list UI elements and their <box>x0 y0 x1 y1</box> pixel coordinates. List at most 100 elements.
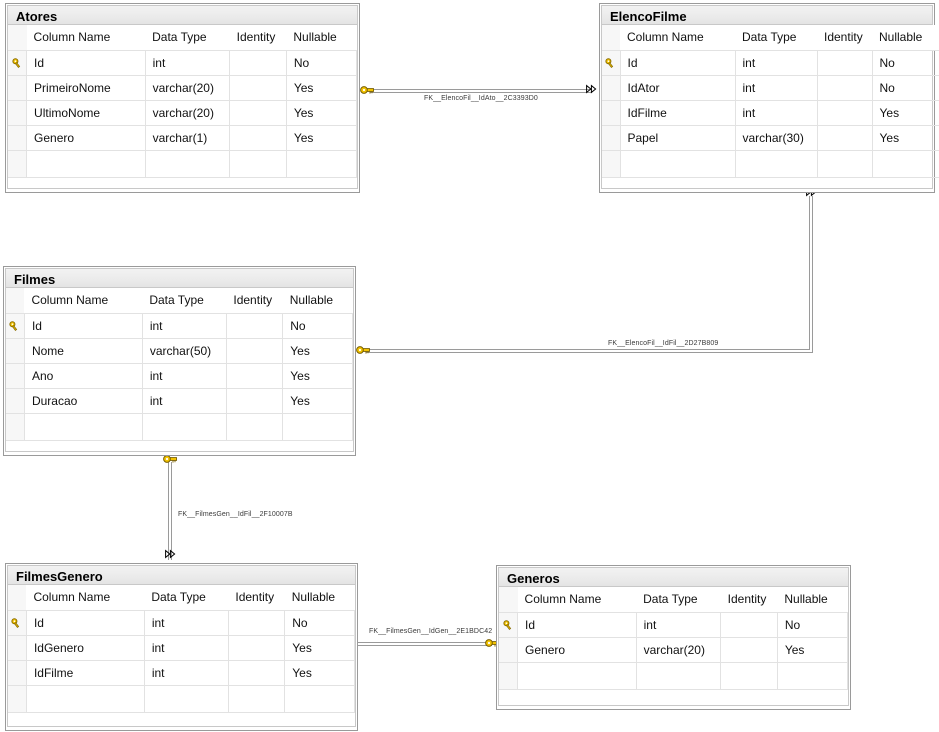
data-type-cell[interactable]: varchar(50) <box>141 338 227 364</box>
data-type-cell[interactable]: varchar(1) <box>144 125 231 151</box>
table-title[interactable]: Filmes <box>6 269 353 288</box>
column-header-nullable[interactable]: Nullable <box>777 587 848 613</box>
relationship-label[interactable]: FK__ElencoFil__IdAto__2C3393D0 <box>424 95 538 102</box>
table-title[interactable]: Generos <box>499 568 848 587</box>
row-selector[interactable] <box>602 75 621 101</box>
identity-cell[interactable] <box>229 125 287 151</box>
row-selector[interactable] <box>8 125 28 151</box>
column-header-identity[interactable]: Identity <box>817 25 872 51</box>
column-header-data-type[interactable]: Data Type <box>142 288 227 314</box>
empty-cell[interactable] <box>734 150 818 178</box>
identity-cell[interactable] <box>816 100 873 126</box>
empty-cell[interactable] <box>26 150 146 178</box>
row-selector[interactable] <box>8 660 27 686</box>
empty-cell[interactable] <box>25 685 145 713</box>
row-selector[interactable] <box>6 388 25 414</box>
column-header-column-name[interactable]: Column Name <box>517 587 637 613</box>
column-name-cell[interactable]: IdGenero <box>25 635 145 661</box>
column-name-cell[interactable]: Id <box>26 50 146 76</box>
nullable-cell[interactable]: No <box>871 75 939 101</box>
identity-cell[interactable] <box>225 388 284 414</box>
nullable-cell[interactable]: Yes <box>285 75 358 101</box>
identity-cell[interactable] <box>227 610 286 636</box>
data-type-cell[interactable]: varchar(20) <box>635 637 722 663</box>
nullable-cell[interactable]: Yes <box>285 125 358 151</box>
data-type-cell[interactable]: int <box>734 50 818 76</box>
column-header-identity[interactable]: Identity <box>228 585 285 611</box>
empty-cell[interactable] <box>227 685 286 713</box>
empty-cell[interactable] <box>517 662 637 690</box>
nullable-cell[interactable]: Yes <box>282 363 353 389</box>
nullable-cell[interactable]: Yes <box>284 660 355 686</box>
data-type-cell[interactable]: int <box>143 635 229 661</box>
column-header-nullable[interactable]: Nullable <box>286 25 357 51</box>
empty-cell[interactable] <box>141 413 227 441</box>
nullable-cell[interactable]: Yes <box>776 637 849 663</box>
row-selector[interactable] <box>6 413 25 441</box>
nullable-cell[interactable]: Yes <box>282 388 353 414</box>
column-header-identity[interactable]: Identity <box>720 587 778 613</box>
key-icon[interactable] <box>6 313 25 339</box>
row-selector[interactable] <box>6 338 25 364</box>
nullable-cell[interactable]: No <box>284 610 355 636</box>
column-name-cell[interactable]: Duracao <box>23 388 143 414</box>
relationship-label[interactable]: FK__FilmesGen__IdFil__2F10007B <box>178 511 293 518</box>
empty-cell[interactable] <box>816 150 873 178</box>
nullable-cell[interactable]: No <box>285 50 358 76</box>
table-title[interactable]: FilmesGenero <box>8 566 355 585</box>
empty-cell[interactable] <box>144 150 231 178</box>
data-type-cell[interactable]: int <box>734 75 818 101</box>
identity-cell[interactable] <box>225 363 284 389</box>
nullable-cell[interactable]: No <box>871 50 939 76</box>
identity-cell[interactable] <box>816 75 873 101</box>
nullable-cell[interactable]: Yes <box>285 100 358 126</box>
column-name-cell[interactable]: IdFilme <box>619 100 736 126</box>
column-header-identity[interactable]: Identity <box>226 288 283 314</box>
row-selector[interactable] <box>8 685 27 713</box>
column-name-cell[interactable]: Ano <box>23 363 143 389</box>
table-title[interactable]: ElencoFilme <box>602 6 932 25</box>
column-header-data-type[interactable]: Data Type <box>145 25 230 51</box>
column-name-cell[interactable]: UltimoNome <box>26 100 146 126</box>
row-selector[interactable] <box>8 100 28 126</box>
empty-row[interactable] <box>499 662 849 690</box>
empty-cell[interactable] <box>720 662 778 690</box>
column-name-cell[interactable]: Papel <box>619 125 736 151</box>
key-icon[interactable] <box>8 610 27 636</box>
identity-cell[interactable] <box>227 660 286 686</box>
column-name-cell[interactable]: Id <box>619 50 736 76</box>
row-selector[interactable] <box>499 637 519 663</box>
data-type-cell[interactable]: int <box>141 388 227 414</box>
nullable-cell[interactable]: Yes <box>284 635 355 661</box>
relationship-label[interactable]: FK__ElencoFil__IdFil__2D27B809 <box>608 340 719 347</box>
row-selector[interactable] <box>602 125 621 151</box>
key-icon[interactable] <box>8 50 28 76</box>
column-header-column-name[interactable]: Column Name <box>26 25 146 51</box>
key-icon[interactable] <box>499 612 519 638</box>
row-selector[interactable] <box>8 635 27 661</box>
column-name-cell[interactable]: Genero <box>26 125 146 151</box>
empty-cell[interactable] <box>23 413 143 441</box>
column-header-column-name[interactable]: Column Name <box>24 288 143 314</box>
empty-row[interactable] <box>8 685 355 713</box>
row-selector[interactable] <box>8 75 28 101</box>
empty-cell[interactable] <box>776 662 849 690</box>
identity-cell[interactable] <box>229 75 287 101</box>
row-selector[interactable] <box>499 662 519 690</box>
column-header-column-name[interactable]: Column Name <box>26 585 145 611</box>
empty-cell[interactable] <box>282 413 353 441</box>
table-title[interactable]: Atores <box>8 6 357 25</box>
